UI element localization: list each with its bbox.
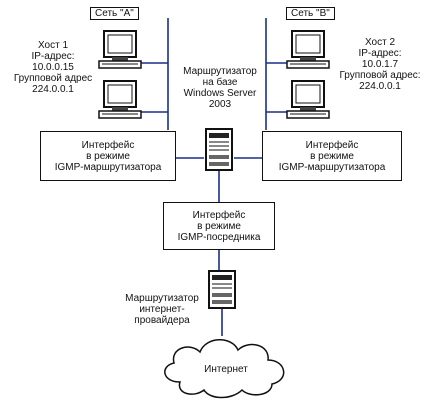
left-interface-line1: Интерфейс bbox=[81, 140, 135, 151]
left-interface-line3: IGMP-маршрутизатора bbox=[54, 162, 162, 173]
network-b-label: Сеть "В" bbox=[286, 7, 335, 20]
computer-icon bbox=[98, 80, 142, 119]
host1-ip: 10.0.0.15 bbox=[32, 62, 74, 73]
isp-router-line1: Маршрутизатор bbox=[125, 293, 199, 304]
proxy-interface-line2: в режиме bbox=[197, 221, 241, 232]
host2-info: Хост 2 IP-адрес: 10.0.1.7 Групповой адре… bbox=[333, 37, 427, 92]
host2-group: 224.0.0.1 bbox=[359, 81, 401, 92]
host1-title: Хост 1 bbox=[37, 40, 69, 51]
right-interface-line3: IGMP-маршрутизатора bbox=[278, 162, 386, 173]
host1-group-label: Групповой адрес bbox=[13, 73, 93, 84]
server-icon bbox=[205, 128, 233, 171]
network-a-label: Сеть "А" bbox=[90, 7, 139, 20]
server-icon bbox=[208, 270, 236, 309]
right-interface-line1: Интерфейс bbox=[305, 140, 359, 151]
computer-icon bbox=[98, 30, 142, 69]
host2-title: Хост 2 bbox=[364, 37, 396, 48]
proxy-interface-box: Интерфейс в режиме IGMP-посредника bbox=[163, 202, 275, 250]
host2-group-label: Групповой адрес: bbox=[339, 70, 421, 81]
proxy-interface-line3: IGMP-посредника bbox=[177, 232, 261, 243]
isp-router-line3: провайдера bbox=[134, 315, 190, 326]
internet-cloud-icon bbox=[164, 339, 285, 399]
isp-router-caption: Маршрутизатор интернет- провайдера bbox=[112, 293, 212, 326]
router-caption: Маршрутизатор на базе Windows Server 200… bbox=[170, 66, 270, 110]
host1-info: Хост 1 IP-адрес: 10.0.0.15 Групповой адр… bbox=[8, 40, 98, 95]
host1-ip-label: IP-адрес: bbox=[31, 51, 75, 62]
router-caption-line4: 2003 bbox=[208, 99, 232, 110]
right-interface-box: Интерфейс в режиме IGMP-маршрутизатора bbox=[262, 131, 402, 181]
proxy-interface-line1: Интерфейс bbox=[192, 210, 246, 221]
router-caption-line2: на базе bbox=[202, 77, 238, 88]
computer-icon bbox=[286, 80, 330, 119]
host1-group: 224.0.0.1 bbox=[32, 84, 74, 95]
router-caption-line1: Маршрутизатор bbox=[183, 66, 257, 77]
computer-icon bbox=[286, 30, 330, 69]
left-interface-line2: в режиме bbox=[86, 151, 130, 162]
router-caption-line3: Windows Server bbox=[183, 88, 257, 99]
host2-ip-label: IP-адрес: bbox=[358, 48, 402, 59]
host2-ip: 10.0.1.7 bbox=[361, 59, 399, 70]
isp-router-line2: интернет- bbox=[139, 304, 185, 315]
left-interface-box: Интерфейс в режиме IGMP-маршрутизатора bbox=[40, 131, 176, 181]
right-interface-line2: в режиме bbox=[310, 151, 354, 162]
internet-label: Интернет bbox=[204, 364, 248, 375]
